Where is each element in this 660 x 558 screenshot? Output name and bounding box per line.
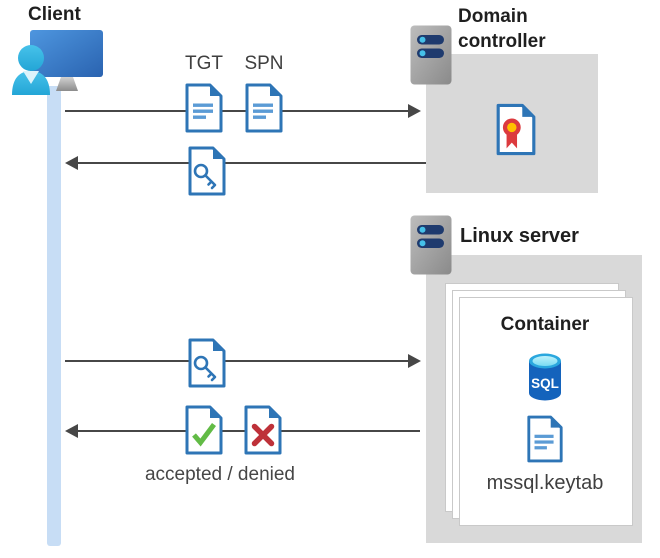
domain-controller-title: Domain controller (458, 6, 546, 52)
accepted-check-document-icon (183, 405, 225, 460)
arrow-client-to-dc-head (408, 104, 421, 118)
arrow-dc-to-client-line (78, 162, 426, 164)
container-card-front (459, 297, 633, 526)
spn-label: SPN (244, 53, 284, 74)
client-title: Client (28, 4, 81, 25)
key-document-icon-dc (186, 146, 228, 201)
sql-database-icon: SQL (527, 352, 563, 407)
client-user-monitor-icon (8, 24, 108, 101)
keytab-file-icon (525, 414, 565, 469)
arrow-container-to-client-head (65, 424, 78, 438)
arrow-client-to-container-line (65, 360, 408, 362)
tgt-label: TGT (185, 53, 223, 74)
certificate-document-icon (494, 103, 538, 161)
arrow-client-to-container-head (408, 354, 421, 368)
client-lifeline (47, 86, 61, 546)
key-document-icon-container (186, 338, 228, 393)
ticket-document-icon-tgt (183, 83, 225, 138)
server-icon-dc (410, 25, 452, 90)
arrow-dc-to-client-head (65, 156, 78, 170)
keytab-label: mssql.keytab (486, 472, 604, 494)
accepted-denied-label: accepted / denied (144, 464, 295, 485)
sql-label: SQL (531, 376, 559, 391)
linux-server-title: Linux server (460, 225, 579, 247)
container-title: Container (500, 314, 590, 335)
arrow-client-to-dc-line (65, 110, 408, 112)
ticket-document-icon-spn (243, 83, 285, 138)
denied-cross-document-icon (242, 405, 284, 460)
server-icon-linux (410, 215, 452, 280)
